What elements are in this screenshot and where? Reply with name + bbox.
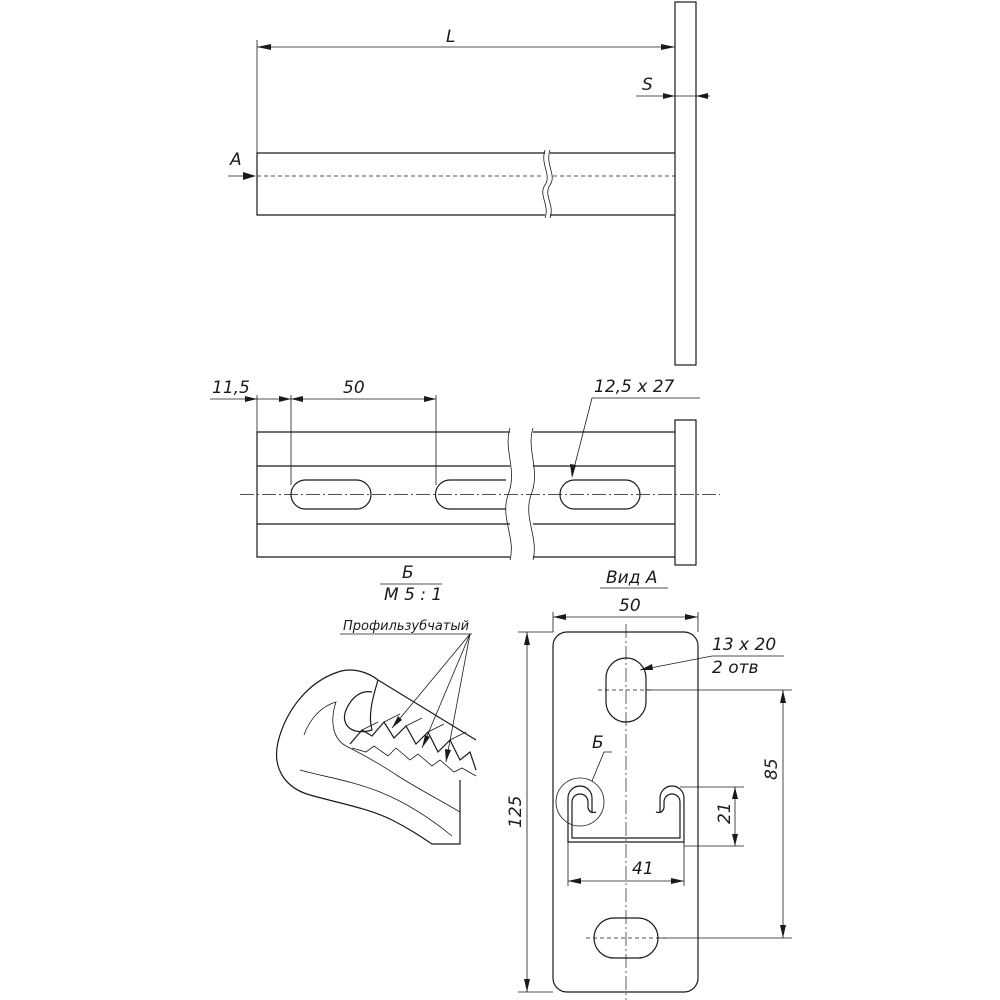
leader-arrow: [422, 735, 430, 748]
label-L: L: [446, 27, 455, 47]
dimension-arrow: [696, 93, 708, 99]
top-view: 11,5 50 12,5 x 27: [210, 377, 720, 566]
dimension-arrow: [663, 93, 675, 99]
label-125: 125: [506, 796, 526, 828]
serration-teeth: [349, 720, 477, 771]
view-a-title: Вид А: [606, 568, 658, 588]
dimension-arrow: [568, 878, 581, 884]
side-view-bar-left: [256, 152, 545, 216]
label-21: 21: [715, 802, 735, 824]
label-50-plate: 50: [619, 596, 641, 616]
dimension-arrow: [685, 614, 698, 620]
leader-arrow: [392, 716, 402, 728]
detail-letter: Б: [402, 563, 414, 583]
serration-teeth-lower: [351, 745, 477, 777]
serration-leader: [391, 633, 471, 729]
top-view-plate: [674, 419, 697, 566]
detail-scale: М 5 : 1: [384, 585, 442, 605]
side-view-break-line: [542, 149, 548, 219]
dimension-arrow: [257, 44, 271, 50]
label-11-5: 11,5: [212, 378, 250, 398]
label-50-top: 50: [343, 378, 365, 398]
channel-profile: [571, 793, 681, 839]
wall-plate: [552, 631, 699, 993]
side-view-break-line: [547, 149, 553, 219]
channel-profile-inner: [567, 785, 685, 843]
label-slot-size: 12,5 x 27: [594, 377, 675, 397]
leader-arrow: [445, 749, 451, 762]
detail-callout-label: Б: [592, 733, 604, 753]
label-A: A: [229, 150, 242, 170]
side-view: L S A: [228, 1, 710, 366]
top-view-break-line: [528, 427, 535, 561]
hook-profile: [276, 669, 477, 845]
dimension-arrow: [671, 878, 684, 884]
dimension-arrow: [780, 925, 786, 938]
hook-inner-curl: [343, 679, 379, 733]
view-a: Вид А 50 Б 13 x 20 2 отв: [506, 568, 792, 1000]
hook-inner-surface: [303, 701, 461, 813]
label-holes-count: 2 отв: [712, 658, 759, 678]
side-view-bar-right: [550, 152, 675, 216]
serration-teeth-back: [361, 713, 467, 741]
top-view-break-line: [505, 427, 512, 561]
top-view-channel-right: [533, 431, 675, 558]
label-85: 85: [762, 758, 782, 780]
detail-b: Б М 5 : 1 Профильзубчатый: [276, 563, 477, 845]
detail-callout-leader: [591, 751, 612, 782]
dimension-arrow: [780, 690, 786, 703]
dimension-arrow: [424, 396, 436, 402]
dimension-arrow: [732, 787, 738, 799]
serration-leader: [445, 633, 471, 763]
detail-callout-circle: [555, 777, 605, 827]
dimension-arrow: [553, 614, 566, 620]
label-41: 41: [632, 859, 654, 879]
dimension-arrow: [524, 979, 530, 992]
leader-arrow: [640, 664, 653, 670]
dimension-arrow: [732, 834, 738, 846]
label-holes-size: 13 x 20: [712, 635, 776, 655]
dimension-arrow: [524, 632, 530, 645]
dimension-arrow: [279, 396, 291, 402]
label-serration: Профильзубчатый: [343, 619, 469, 634]
channel-lip: [587, 807, 665, 814]
serration-leader: [421, 633, 471, 749]
dimension-arrow: [245, 396, 257, 402]
side-view-plate: [674, 1, 697, 366]
slot-partial: [434, 479, 506, 510]
hole-size-leader: [639, 655, 784, 671]
dimension-arrow: [661, 44, 675, 50]
dimension-arrow: [291, 396, 303, 402]
leader-arrow: [570, 464, 576, 478]
view-arrow-head: [243, 172, 256, 180]
slot-size-leader: [571, 397, 700, 477]
label-S: S: [642, 75, 653, 95]
hook-lower-surface: [299, 769, 453, 837]
